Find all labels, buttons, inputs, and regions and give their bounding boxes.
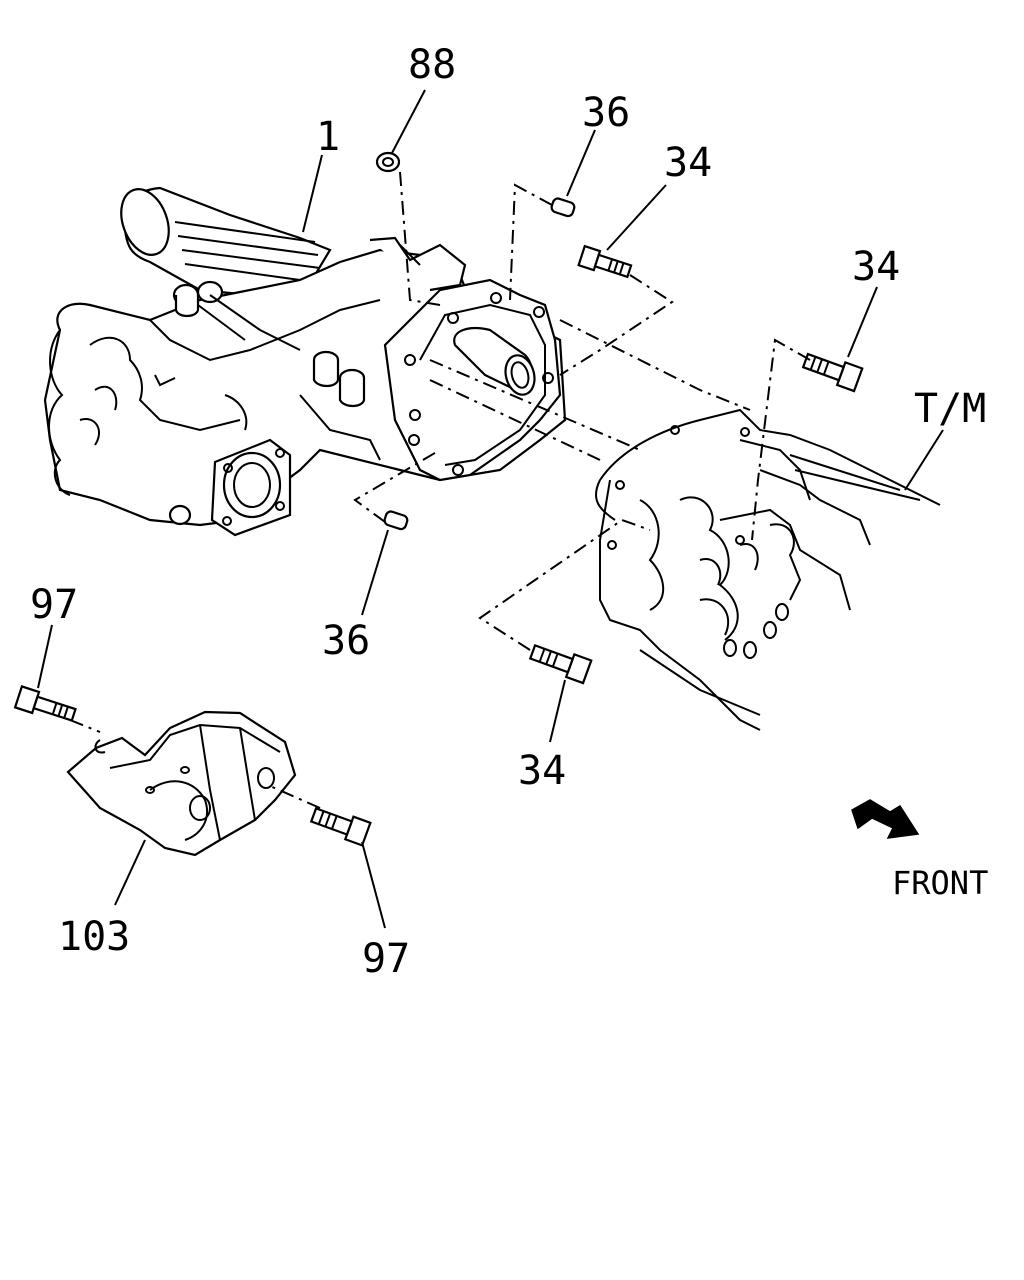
label-34-bottom: 34 bbox=[518, 748, 566, 794]
dowel-pin-36-bottom bbox=[383, 510, 409, 531]
label-97-left: 97 bbox=[30, 582, 78, 628]
leader-lines bbox=[37, 89, 944, 929]
front-direction-arrow-icon bbox=[851, 799, 920, 839]
label-34-right: 34 bbox=[852, 244, 900, 290]
label-36-bottom: 36 bbox=[322, 618, 370, 664]
transfer-case-assembly bbox=[43, 186, 567, 537]
bolt-34-top bbox=[577, 244, 633, 279]
alignment-lines bbox=[69, 171, 811, 809]
bolt-97-left bbox=[13, 685, 77, 722]
mount-bracket-part-103 bbox=[66, 710, 297, 857]
label-103: 103 bbox=[58, 914, 130, 960]
label-36-top: 36 bbox=[582, 90, 630, 136]
label-34-top: 34 bbox=[664, 140, 712, 186]
label-97-right: 97 bbox=[362, 936, 410, 982]
label-88: 88 bbox=[408, 42, 456, 88]
bolt-34-right bbox=[801, 352, 864, 393]
label-front: FRONT bbox=[892, 864, 988, 902]
label-1: 1 bbox=[316, 114, 340, 160]
nut-88 bbox=[375, 151, 401, 173]
bolt-97-right bbox=[309, 806, 372, 847]
dowel-pin-36-top bbox=[550, 197, 576, 218]
label-tm: T/M bbox=[914, 386, 986, 432]
transmission-housing bbox=[595, 408, 941, 731]
bolt-34-bottom bbox=[528, 643, 593, 685]
